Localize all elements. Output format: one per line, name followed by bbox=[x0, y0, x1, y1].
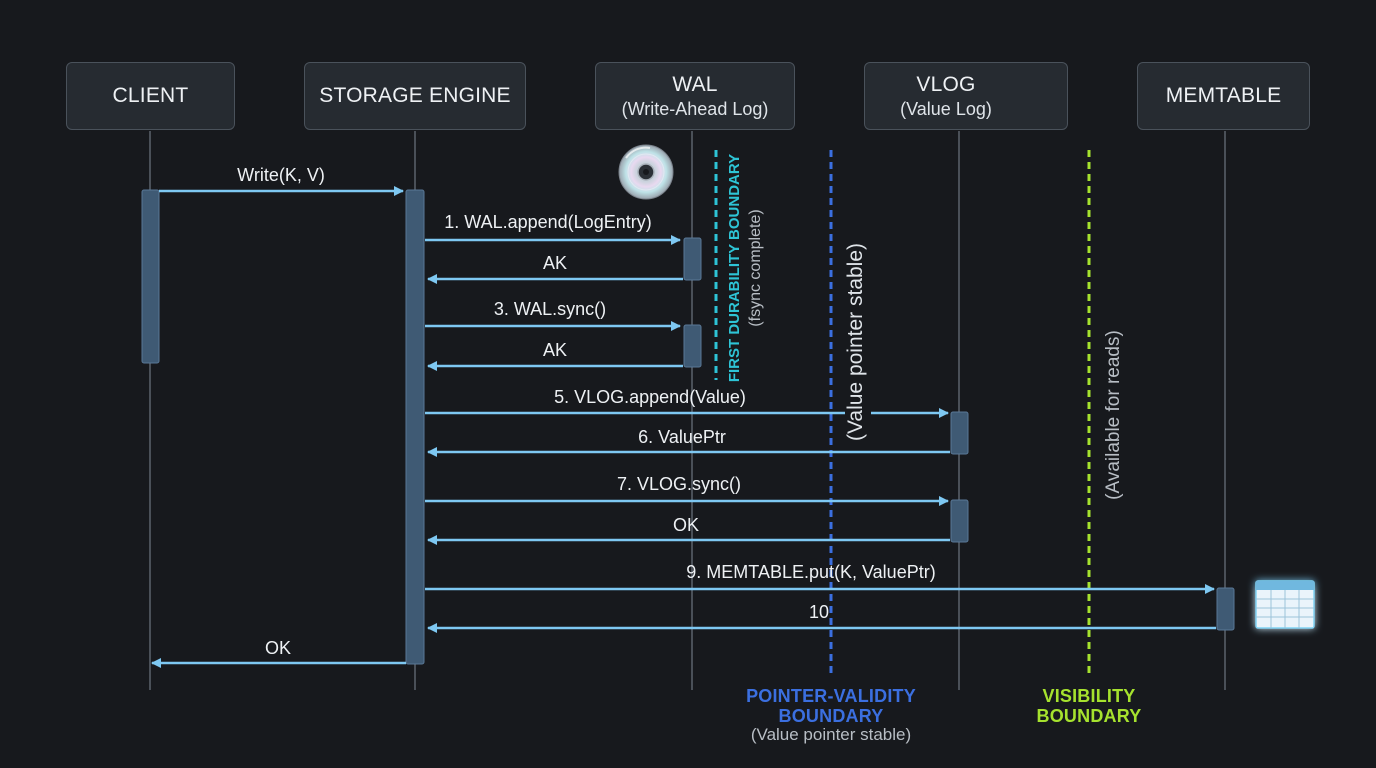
activation-engine bbox=[405, 189, 425, 665]
activation-client bbox=[141, 189, 160, 364]
actor-memtable-title: MEMTABLE bbox=[1165, 84, 1282, 107]
durability-boundary-note: (fsync complete) bbox=[747, 209, 764, 326]
message-label-6: 5. VLOG.append(Value) bbox=[554, 387, 746, 407]
disk-icon bbox=[618, 144, 674, 200]
message-label-7: 6. ValuePtr bbox=[638, 427, 726, 447]
visibility-boundary-rotated-note: (Available for reads) bbox=[1103, 330, 1124, 500]
actor-wal: WAL (Write-Ahead Log) bbox=[595, 62, 795, 130]
actor-wal-title: WAL bbox=[672, 72, 718, 96]
message-label-8: 7. VLOG.sync() bbox=[617, 474, 741, 494]
message-label-3: AK bbox=[543, 253, 567, 273]
pointer-boundary-note: (Value pointer stable) bbox=[750, 725, 912, 744]
visibility-boundary-title-line2: BOUNDARY bbox=[1036, 706, 1142, 726]
message-label-10: 9. MEMTABLE.put(K, ValuePtr) bbox=[686, 562, 935, 582]
actor-client-title: CLIENT bbox=[112, 84, 189, 107]
visibility-boundary-title: VISIBILITY BOUNDARY bbox=[1009, 686, 1169, 726]
message-label-4: 3. WAL.sync() bbox=[494, 299, 606, 319]
actor-storage-engine: STORAGE ENGINE bbox=[304, 62, 526, 130]
pointer-boundary-title: POINTER-VALIDITY BOUNDARY bbox=[731, 686, 931, 726]
activation-wal-2 bbox=[683, 324, 702, 368]
actor-wal-subtitle: (Write-Ahead Log) bbox=[621, 98, 769, 119]
message-label-12: OK bbox=[265, 638, 291, 658]
actor-vlog-subtitle: (Value Log) bbox=[900, 98, 992, 119]
actor-vlog-title: VLOG bbox=[916, 72, 976, 96]
arrow-label-gap bbox=[845, 405, 871, 421]
actor-storage-engine-title: STORAGE ENGINE bbox=[319, 84, 511, 107]
message-label-5: AK bbox=[543, 340, 567, 360]
message-label-2: 1. WAL.append(LogEntry) bbox=[444, 212, 651, 232]
message-label-11: 10 bbox=[809, 602, 829, 622]
pointer-boundary-title-line1: POINTER-VALIDITY bbox=[746, 686, 916, 706]
table-icon bbox=[1255, 580, 1315, 629]
activation-memtable bbox=[1216, 587, 1235, 631]
visibility-boundary-title-line1: VISIBILITY bbox=[1042, 686, 1136, 706]
message-label-9: OK bbox=[673, 515, 699, 535]
durability-boundary-title: FIRST DURABILITY BOUNDARY bbox=[726, 154, 743, 382]
actor-vlog: VLOG (Value Log) bbox=[864, 62, 1068, 130]
pointer-boundary-rotated-note: (Value pointer stable) bbox=[844, 243, 867, 441]
activation-vlog-2 bbox=[950, 499, 969, 543]
pointer-boundary-title-line2: BOUNDARY bbox=[778, 706, 884, 726]
activation-vlog-1 bbox=[950, 411, 969, 455]
actor-memtable: MEMTABLE bbox=[1137, 62, 1310, 130]
actor-client: CLIENT bbox=[66, 62, 235, 130]
activation-wal-1 bbox=[683, 237, 702, 281]
message-label-1: Write(K, V) bbox=[237, 165, 325, 185]
